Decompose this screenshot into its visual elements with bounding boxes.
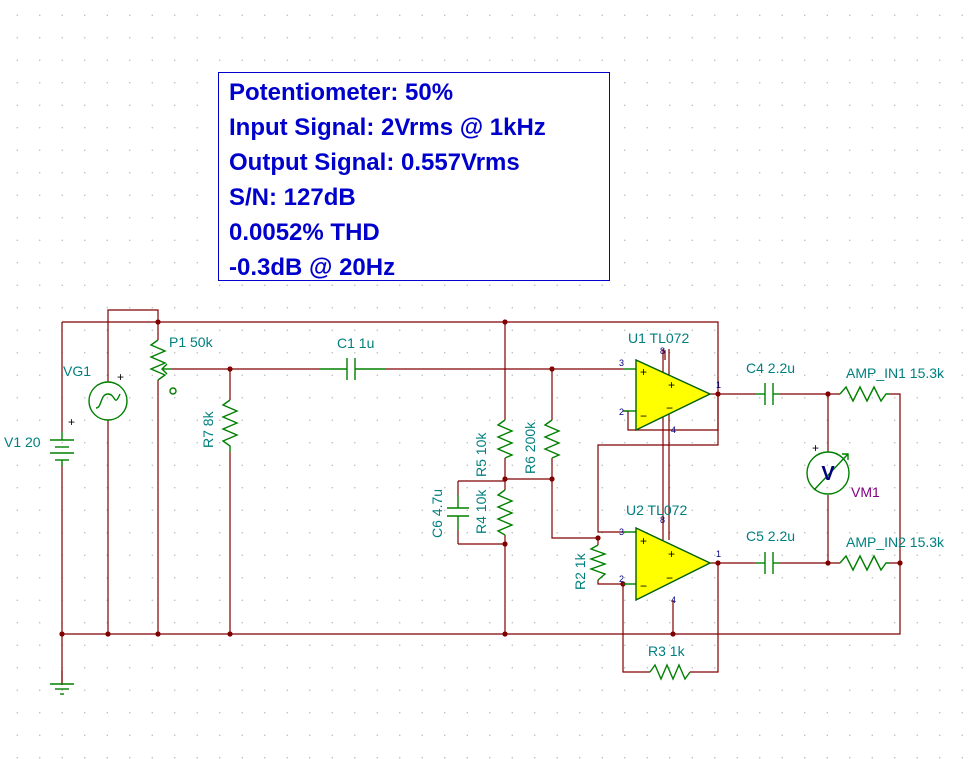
label-v1: V1 20 (4, 434, 41, 450)
c5-capacitor[interactable] (755, 552, 780, 574)
label-c1: C1 1u (337, 335, 374, 351)
c4-capacitor[interactable] (755, 383, 780, 405)
voltmeter-symbol: V (821, 463, 835, 485)
c1-capacitor[interactable] (320, 358, 385, 380)
r5-resistor[interactable] (496, 419, 514, 459)
amp-in1-resistor[interactable] (839, 385, 890, 403)
label-u2: U2 TL072 (626, 502, 687, 518)
junction-nodes (59, 319, 903, 637)
info-potentiometer: Potentiometer: 50% (229, 79, 454, 106)
r4-resistor[interactable] (496, 489, 514, 536)
label-c5: C5 2.2u (746, 528, 795, 544)
r3-resistor[interactable] (649, 663, 691, 681)
label-r3: R3 1k (648, 643, 686, 659)
info-frequency-response: -0.3dB @ 20Hz (229, 254, 396, 281)
u1-plus-input: + (640, 365, 647, 379)
label-r6: R6 200k (522, 421, 538, 474)
info-input-signal: Input Signal: 2Vrms @ 1kHz (229, 114, 546, 141)
label-r5: R5 10k (473, 432, 489, 477)
u1-minus-supply: − (666, 401, 673, 415)
vg1-signal-generator[interactable]: + (88, 370, 128, 421)
v1-battery[interactable]: + (50, 415, 75, 466)
u1-plus-supply: + (668, 378, 675, 392)
u2-opamp[interactable]: + − + − 3 2 1 4 8 (619, 515, 721, 605)
label-u1: U1 TL072 (628, 330, 689, 346)
label-c4: C4 2.2u (746, 360, 795, 376)
u2-pin2: 2 (619, 574, 624, 584)
u2-pin8: 8 (660, 515, 665, 525)
u1-pin4: 4 (671, 425, 676, 435)
label-r7: R7 8k (200, 410, 216, 448)
u2-plus-input: + (640, 534, 647, 548)
info-output-signal: Output Signal: 0.557Vrms (229, 149, 520, 176)
u2-pin1: 1 (716, 549, 721, 559)
u2-pin4: 4 (671, 595, 676, 605)
r2-resistor[interactable] (588, 544, 608, 581)
label-p1: P1 50k (169, 334, 214, 350)
info-signal-to-noise: S/N: 127dB (229, 184, 356, 211)
amp-in2-resistor[interactable] (839, 554, 890, 572)
u1-pin8: 8 (660, 346, 665, 356)
label-amp-in1: AMP_IN1 15.3k (846, 365, 945, 381)
r7-resistor[interactable] (221, 399, 239, 452)
label-vm1: VM1 (851, 484, 880, 500)
vg1-plus-sign: + (117, 370, 124, 384)
u2-minus-supply: − (666, 571, 673, 585)
label-c6: C6 4.7u (429, 489, 445, 538)
u1-pin2: 2 (619, 407, 624, 417)
p1-potentiometer[interactable] (149, 339, 177, 395)
vm1-voltmeter[interactable]: V + (806, 441, 850, 495)
wires (61, 309, 901, 685)
label-amp-in2: AMP_IN2 15.3k (846, 534, 945, 550)
label-r2: R2 1k (572, 552, 588, 590)
u2-plus-supply: + (668, 547, 675, 561)
r6-resistor[interactable] (543, 419, 561, 459)
u2-minus-input: − (640, 579, 647, 593)
u1-opamp[interactable]: + − + − 3 2 1 4 8 (619, 346, 721, 435)
c6-capacitor[interactable] (447, 495, 469, 530)
u1-pin1: 1 (716, 380, 721, 390)
u2-pin3: 3 (619, 527, 624, 537)
ground-symbol (50, 683, 74, 695)
u1-pin3: 3 (619, 358, 624, 368)
u1-minus-input: − (640, 409, 647, 423)
label-r4: R4 10k (473, 489, 489, 534)
label-vg1: VG1 (63, 363, 91, 379)
vm1-plus-sign: + (812, 441, 819, 455)
v1-plus-sign: + (68, 415, 75, 429)
info-thd: 0.0052% THD (229, 219, 380, 246)
component-labels: P1 50k C1 1u U1 TL072 C4 2.2u AMP_IN1 15… (4, 330, 945, 659)
simulation-info-box[interactable]: Potentiometer: 50% Input Signal: 2Vrms @… (218, 72, 610, 281)
